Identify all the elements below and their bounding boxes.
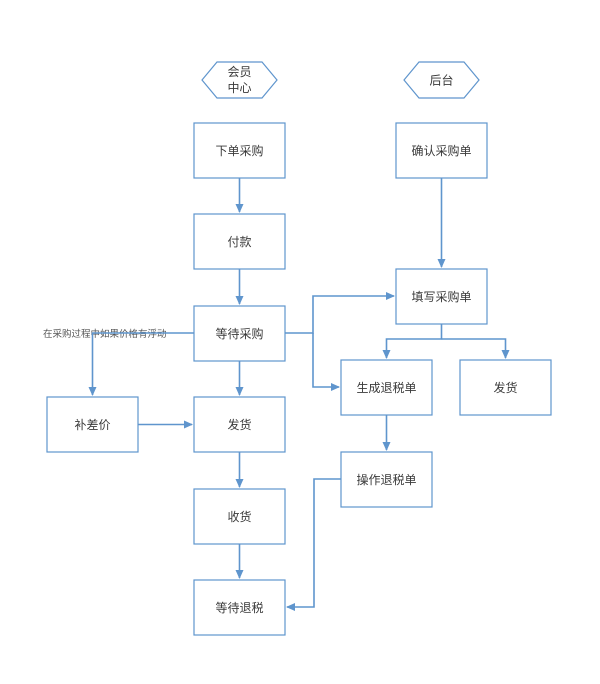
svg-text:填写采购单: 填写采购单 (411, 289, 471, 304)
svg-text:付款: 付款 (227, 235, 251, 249)
node-payment: 付款 (193, 213, 286, 270)
lane-label-member-line2: 中心 (227, 80, 251, 95)
node-wait-purchase: 等待采购 (193, 305, 286, 362)
node-pay-difference: 补差价 (46, 396, 139, 453)
node-member-ship: 发货 (193, 396, 286, 453)
node-process-refund: 操作退税单 (340, 451, 433, 508)
svg-text:补差价: 补差价 (74, 418, 110, 432)
node-confirm-po: 确认采购单 (395, 122, 488, 179)
svg-text:等待采购: 等待采购 (215, 326, 263, 341)
svg-text:收货: 收货 (227, 509, 251, 524)
svg-text:下单采购: 下单采购 (215, 143, 263, 158)
edge-fill-po-branch (382, 324, 443, 359)
node-receive: 收货 (193, 488, 286, 545)
svg-text:发货: 发货 (493, 380, 517, 395)
node-backend-ship: 发货 (459, 359, 552, 416)
edge-wait-purchase-to-pay-difference (88, 332, 194, 396)
lane-header-member-center: 会员 中心 (201, 61, 278, 99)
lane-label-member-line1: 会员 (227, 65, 251, 79)
edge-process-refund-to-wait-refund (286, 478, 341, 611)
edge-fill-po-to-backend-ship (441, 338, 510, 359)
node-wait-refund: 等待退税 (193, 579, 286, 636)
node-fill-po: 填写采购单 (395, 268, 488, 325)
annotation-price-fluctuation: 在采购过程中如果价格有浮动 (43, 328, 167, 340)
svg-text:等待退税: 等待退税 (215, 601, 263, 615)
svg-text:操作退税单: 操作退税单 (356, 472, 416, 487)
edge-wait-purchase-to-fill-po (285, 292, 395, 334)
node-place-order: 下单采购 (193, 122, 286, 179)
edge-wait-purchase-to-gen-refund (312, 333, 340, 391)
svg-text:生成退税单: 生成退税单 (356, 381, 416, 395)
lane-header-backend: 后台 (403, 61, 480, 99)
svg-text:确认采购单: 确认采购单 (411, 143, 471, 158)
node-gen-refund: 生成退税单 (340, 359, 433, 416)
svg-text:发货: 发货 (227, 417, 251, 432)
lane-label-backend: 后台 (429, 73, 453, 88)
